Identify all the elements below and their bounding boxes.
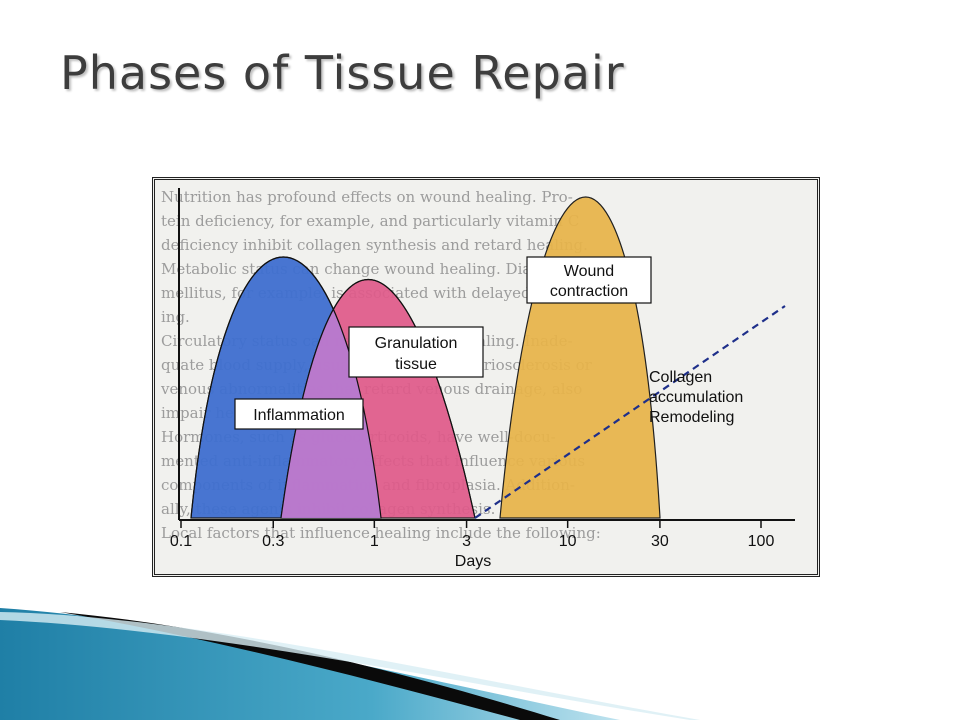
inflammation-label-box: Inflammation [234, 398, 364, 430]
granulation-label-line-2: tissue [395, 356, 437, 373]
collagen-accumulation-line [474, 305, 786, 519]
diagram-svg: Nutrition has profound effects on wound … [160, 188, 795, 570]
accumulation-label: accumulation [649, 389, 743, 406]
background-text-line: tein deficiency, for example, and partic… [161, 212, 579, 230]
background-text-line: Local factors that influence healing inc… [161, 524, 601, 542]
remodeling-label: Remodeling [649, 409, 734, 426]
inflammation-label: Inflammation [253, 407, 345, 424]
x-axis-ticks [180, 520, 762, 528]
decorative-swoosh [0, 608, 700, 720]
x-tick-label: 1 [370, 533, 379, 550]
slide-title: Phases of Tissue Repair [60, 46, 625, 100]
x-tick-label: 3 [462, 533, 471, 550]
granulation-label-line-1: Granulation [375, 335, 458, 352]
x-tick-label: 0.1 [170, 533, 192, 550]
x-tick-label: 0.3 [262, 533, 284, 550]
background-text-line: deficiency inhibit collagen synthesis an… [161, 236, 588, 254]
background-text-line: Metabolic status can change wound healin… [161, 260, 572, 278]
background-text-line: ing. [161, 308, 190, 326]
granulation-label-box: Granulation tissue [348, 326, 484, 378]
background-text-line: Nutrition has profound effects on wound … [161, 188, 573, 206]
x-tick-label: 10 [559, 533, 577, 550]
tissue-repair-diagram: Nutrition has profound effects on wound … [152, 177, 820, 577]
wound-contraction-label-line-1: Wound [564, 263, 614, 280]
collagen-label: Collagen [649, 369, 712, 386]
x-tick-label: 30 [651, 533, 669, 550]
wound-contraction-label-line-2: contraction [550, 283, 628, 300]
x-axis-label: Days [455, 553, 491, 570]
x-tick-label: 100 [748, 533, 775, 550]
wound-contraction-label-box: Wound contraction [526, 256, 652, 304]
x-axis-tick-labels: 0.1 0.3 1 3 10 30 100 [170, 533, 775, 550]
